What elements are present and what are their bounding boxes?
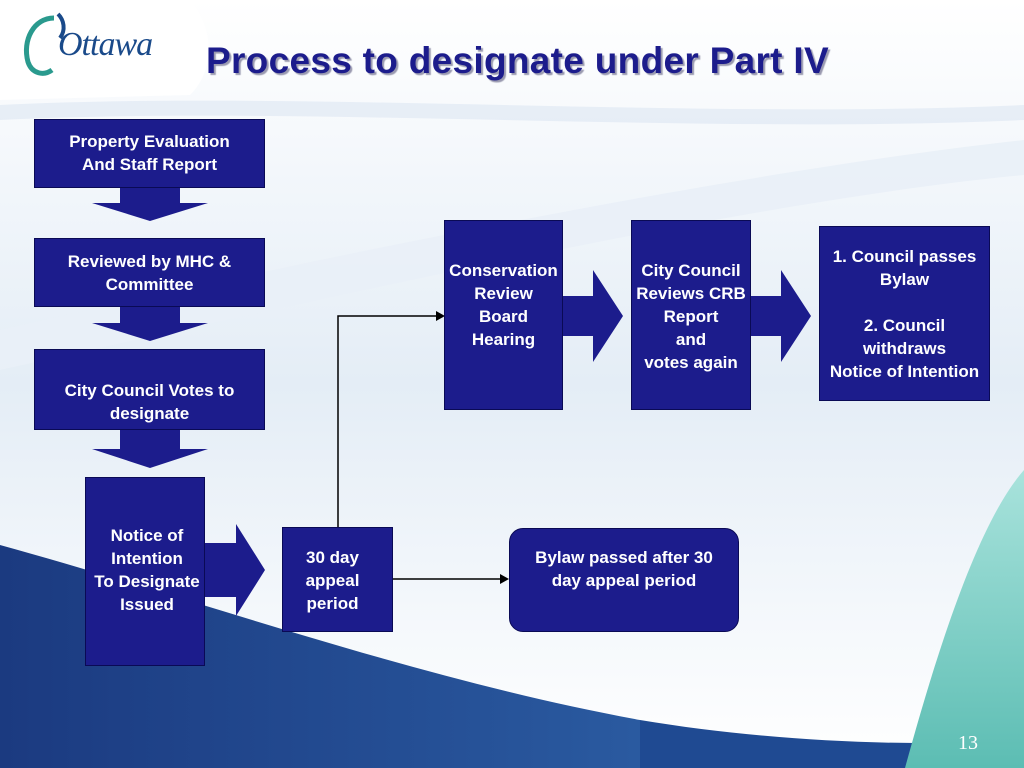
bylaw-passed-box: Bylaw passed after 30 day appeal period: [509, 528, 739, 632]
crb-hearing-label: Conservation Review Board Hearing: [449, 261, 558, 349]
right-arrow-icon: [204, 524, 265, 616]
arrowhead-icon: [500, 574, 509, 584]
notice-of-intention-box: Notice of Intention To Designate Issued: [85, 477, 205, 666]
property-evaluation-box: Property Evaluation And Staff Report: [34, 119, 265, 188]
ottawa-logo: Ottawa: [14, 6, 204, 94]
bylaw-passed-label: Bylaw passed after 30 day appeal period: [535, 548, 713, 590]
connector-line: [337, 315, 436, 527]
outcomes-box: 1. Council passes Bylaw 2. Council withd…: [819, 226, 990, 401]
notice-of-intention-label: Notice of Intention To Designate Issued: [94, 526, 200, 614]
council-reviews-crb-box: City Council Reviews CRB Report and vote…: [631, 220, 751, 410]
crb-hearing-box: Conservation Review Board Hearing: [444, 220, 563, 410]
arrowhead-icon: [436, 311, 445, 321]
logo-text: Ottawa: [58, 26, 153, 63]
page-number: 13: [958, 732, 978, 754]
right-arrow-icon: [563, 270, 623, 362]
council-reviews-crb-label: City Council Reviews CRB Report and vote…: [636, 261, 746, 372]
council-votes-box: City Council Votes to designate: [34, 349, 265, 430]
down-arrow-icon: [92, 306, 208, 341]
council-votes-label: City Council Votes to designate: [64, 381, 235, 423]
reviewed-by-mhc-box: Reviewed by MHC & Committee: [34, 238, 265, 307]
down-arrow-icon: [92, 430, 208, 468]
right-arrow-icon: [751, 270, 811, 362]
appeal-period-box: 30 day appeal period: [282, 527, 393, 632]
outcomes-label: 1. Council passes Bylaw 2. Council withd…: [829, 247, 980, 381]
property-evaluation-label: Property Evaluation And Staff Report: [69, 132, 230, 174]
page-title: Process to designate under Part IV: [206, 40, 829, 81]
reviewed-by-mhc-label: Reviewed by MHC & Committee: [67, 252, 232, 294]
appeal-period-label: 30 day appeal period: [305, 548, 360, 613]
logo-swoosh-icon: [24, 12, 66, 76]
down-arrow-icon: [92, 187, 208, 221]
